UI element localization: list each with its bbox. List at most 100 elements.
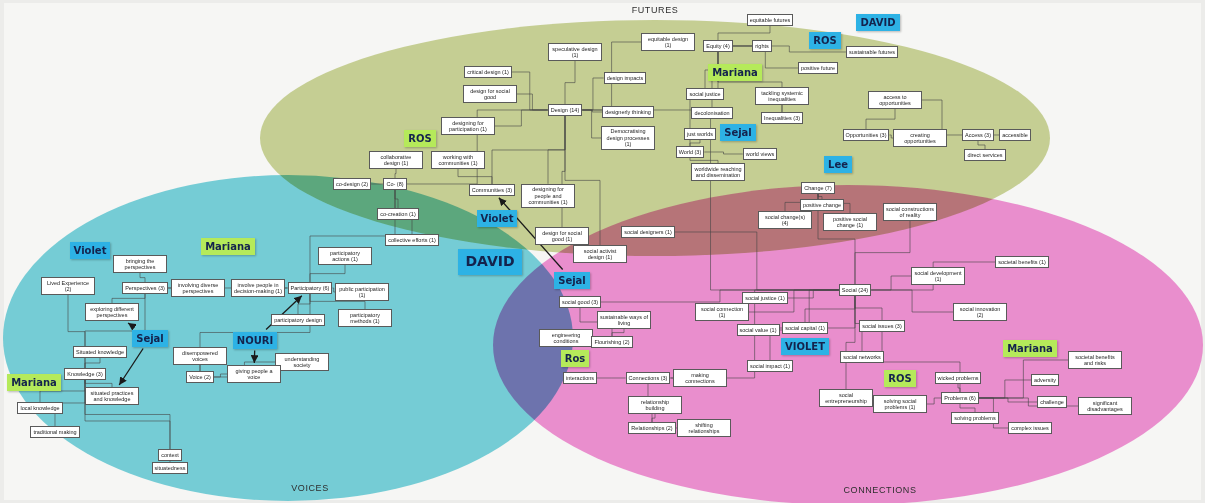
sticky-name: Violet — [481, 213, 514, 224]
topic-box: social capital (1) — [782, 322, 828, 333]
topic-box: Problems (6) — [941, 392, 978, 403]
topic-text: social connection (1) — [698, 306, 746, 319]
topic-text: co-design (2) — [336, 181, 368, 187]
topic-text: social impact (1) — [750, 363, 790, 369]
sticky-note: DAVID — [458, 249, 521, 274]
topic-box: local knowledge — [17, 402, 62, 413]
topic-text: worldwide reaching and dissemination — [694, 166, 742, 179]
topic-box: decolonisation — [691, 107, 732, 118]
topic-text: just worlds — [687, 131, 713, 137]
topic-box: social change(s) (4) — [758, 211, 812, 229]
topic-text: Participatory (6) — [291, 285, 330, 291]
sticky-note: Mariana — [201, 238, 255, 255]
topic-box: sustainable futures — [846, 46, 898, 57]
sticky-name: Mariana — [11, 377, 57, 388]
topic-text: access to opportunities — [871, 94, 919, 107]
topic-text: rights — [755, 43, 768, 49]
topic-box: context — [158, 449, 182, 460]
topic-text: social development (1) — [914, 270, 962, 283]
topic-box: design impacts — [604, 72, 647, 83]
topic-text: critical design (1) — [467, 69, 509, 75]
connector — [140, 273, 145, 282]
sticky-note: Lee — [824, 156, 852, 173]
topic-box: accessible — [999, 129, 1031, 140]
topic-box: relationship building — [628, 396, 682, 414]
topic-text: participatory methods (1) — [341, 312, 389, 325]
topic-box: equitable design (1) — [641, 33, 695, 51]
topic-box: Inequalities (3) — [761, 112, 803, 123]
topic-text: Lived Experience (2) — [44, 280, 92, 293]
connector — [718, 26, 770, 41]
sticky-name: Sejal — [136, 333, 164, 344]
connector — [652, 414, 655, 422]
connector — [214, 374, 227, 377]
topic-box: disempowered voices — [173, 347, 227, 365]
connector — [565, 61, 575, 104]
topic-box: traditional making — [30, 426, 79, 437]
topic-text: decolonisation — [694, 110, 729, 116]
topic-box: public participation (1) — [335, 283, 389, 301]
topic-box: solving problems — [951, 412, 998, 423]
topic-text: shifting relationships — [680, 422, 728, 435]
region-label: VOICES — [291, 484, 329, 493]
topic-box: creating opportunities — [893, 129, 947, 147]
topic-text: social capital (1) — [785, 325, 825, 331]
connector — [85, 380, 170, 450]
topic-box: situatedness — [152, 462, 189, 473]
sticky-name: Mariana — [205, 241, 251, 252]
hand-arrow — [128, 323, 135, 328]
connector — [871, 290, 953, 312]
topic-text: social innovation (2) — [956, 306, 1004, 319]
connector — [565, 116, 600, 245]
connector — [979, 360, 1068, 398]
sticky-note: Violet — [477, 210, 518, 227]
topic-text: societal benefits (1) — [998, 259, 1046, 265]
sticky-name: Lee — [828, 159, 848, 170]
topic-text: designing for participation (1) — [444, 120, 492, 133]
topic-text: Democratising design processes (1) — [604, 128, 652, 147]
connector — [704, 152, 743, 154]
topic-box: situated practices and knowledge — [85, 387, 139, 405]
topic-box: critical design (1) — [464, 66, 512, 77]
topic-text: Social (24) — [842, 287, 868, 293]
topic-box: social issues (3) — [859, 320, 904, 331]
topic-box: societal benefits and risks — [1068, 351, 1122, 369]
topic-box: social connection (1) — [695, 303, 749, 321]
topic-box: direct services — [964, 149, 1005, 160]
topic-text: Connections (3) — [629, 375, 668, 381]
connector — [978, 141, 985, 150]
topic-box: tackling systemic inequalities — [755, 87, 809, 105]
topic-box: significant disadvantages — [1078, 397, 1132, 415]
hand-arrow — [254, 351, 256, 364]
topic-box: adversity — [1031, 374, 1059, 385]
topic-text: Knowledge (3) — [67, 371, 102, 377]
topic-box: Communities (3) — [469, 184, 515, 195]
topic-box: world views — [743, 148, 777, 159]
topic-text: World (3) — [679, 149, 702, 155]
topic-box: social good (3) — [559, 296, 601, 307]
region-label: FUTURES — [632, 6, 679, 15]
topic-text: participatory design — [274, 317, 322, 323]
topic-box: Lived Experience (2) — [41, 277, 95, 295]
topic-box: Co- (8) — [383, 178, 406, 189]
connector — [512, 72, 548, 110]
connector — [310, 265, 345, 282]
topic-text: social constructions of reality — [886, 206, 934, 219]
topic-box: World (3) — [676, 146, 705, 157]
sticky-note: DAVID — [856, 14, 899, 31]
connector — [562, 116, 565, 227]
connector — [582, 78, 603, 110]
topic-box: designerly thinking — [602, 106, 654, 117]
topic-text: making connections — [676, 372, 724, 385]
topic-text: disempowered voices — [176, 350, 224, 363]
topic-box: making connections — [673, 369, 727, 387]
connector — [612, 329, 624, 336]
sticky-name: Ros — [565, 353, 586, 364]
topic-box: speculative design (1) — [548, 43, 602, 61]
topic-text: adversity — [1034, 377, 1056, 383]
futures-region — [260, 20, 1050, 256]
topic-text: Communities (3) — [472, 187, 512, 193]
sticky-note: Sejal — [720, 124, 756, 141]
topic-text: Flourishing (2) — [594, 339, 629, 345]
topic-box: design for social good (1) — [535, 227, 589, 245]
